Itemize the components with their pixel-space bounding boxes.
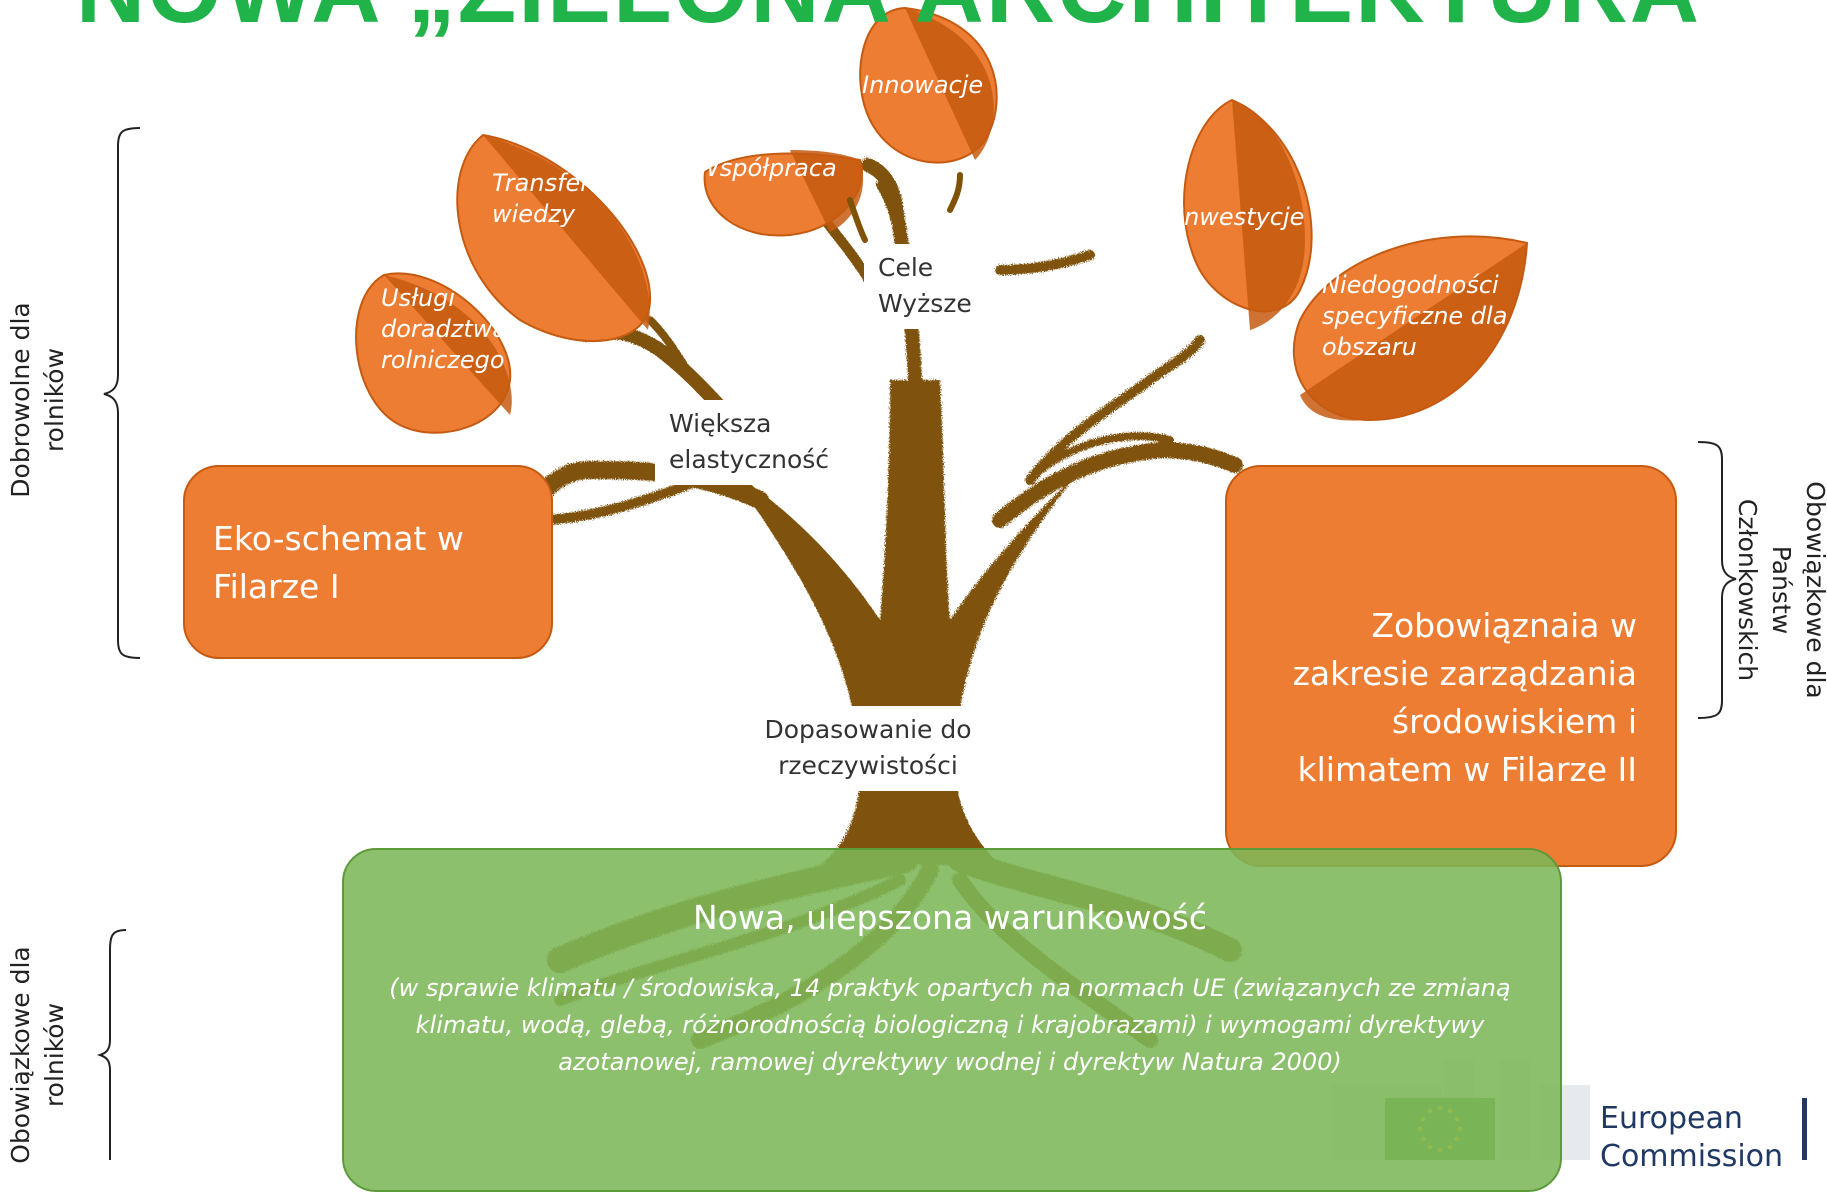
leaf-label-uslugi: Usługi doradztwa rolniczego — [381, 284, 508, 375]
box-eko-schemat: Eko-schemat w Filarze I — [183, 465, 553, 659]
leaf-uslugi — [355, 272, 512, 434]
leaf-label-innowacje: Innowacje — [862, 71, 984, 99]
warunkowosc-description: (w sprawie klimatu / środowiska, 14 prak… — [389, 974, 1511, 1077]
label-wieksza-elastycznosc: Większa elastyczność — [655, 400, 829, 485]
page-title: NOWA „ZIELONA ARCHITEKTURA” — [0, 0, 1827, 38]
leaf-wspolpraca — [703, 150, 864, 237]
box-zobowiazania: Zobowiąznaia w zakresie zarządzania środ… — [1225, 465, 1677, 867]
bracket-mandatory-states — [1697, 441, 1737, 719]
ec-logo-text: European Commission — [1600, 1100, 1800, 1175]
warunkowosc-title: Nowa, ulepszona warunkowość — [693, 898, 1207, 937]
label-voluntary-farmers: Dobrowolne dla rolników — [6, 302, 69, 498]
leaf-label-niedogodnosci: Niedogodności specyficzne dla obszaru — [1322, 271, 1508, 362]
ec-logo-bar — [1802, 1098, 1807, 1160]
label-cele-wyzsze: Cele Wyższe — [864, 244, 984, 329]
label-mandatory-member-states: Obowiązkowe dla Państw Członkowskich — [1733, 481, 1827, 699]
leaf-label-inwestycje: Inwestycje — [1177, 203, 1305, 231]
label-dopasowanie: Dopasowanie do rzeczywistości — [738, 706, 998, 791]
leaf-label-wspolpraca: Współpraca — [696, 154, 837, 182]
tree-diagram — [96, 6, 1807, 1160]
tree-trunk — [730, 380, 1080, 865]
tree-branches — [516, 158, 1243, 528]
bracket-mandatory-farmers — [96, 929, 127, 1160]
ec-logo-line1: European — [1600, 1101, 1743, 1136]
label-mandatory-farmers: Obowiązkowe dla rolników — [6, 946, 69, 1164]
leaf-transfer — [456, 133, 652, 342]
box-eko-schemat-text: Eko-schemat w Filarze I — [213, 519, 464, 606]
leaf-label-transfer: Transfer wiedzy — [492, 169, 591, 229]
box-zobowiazania-text: Zobowiąznaia w zakresie zarządzania środ… — [1292, 606, 1637, 789]
ec-logo-line2: Commission — [1600, 1138, 1784, 1174]
leaf-innowacje — [859, 6, 998, 164]
leaf-niedogodnosci — [1292, 235, 1529, 422]
leaf-inwestycje — [1183, 98, 1313, 330]
bracket-voluntary — [103, 127, 141, 659]
